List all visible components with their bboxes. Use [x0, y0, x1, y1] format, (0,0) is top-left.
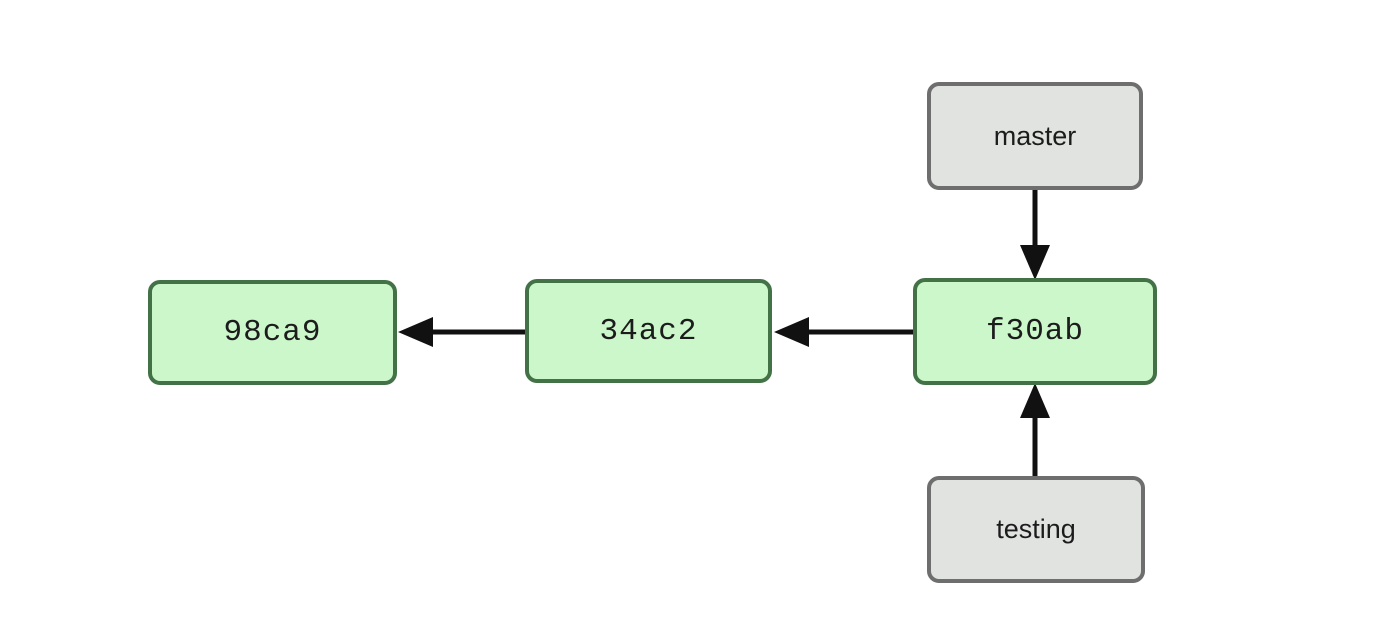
- commit-id-label: 34ac2: [599, 313, 698, 349]
- edge-arrow-f30ab-to-34ac2: [774, 317, 913, 347]
- commit-node-34ac2: 34ac2: [525, 279, 772, 383]
- branch-name-label: master: [993, 120, 1077, 151]
- edge-arrow-master-to-f30ab: [1020, 190, 1050, 280]
- branch-node-master: master: [927, 82, 1143, 190]
- commit-id-label: f30ab: [985, 314, 1084, 349]
- branch-name-label: testing: [996, 514, 1076, 544]
- commit-id-label: 98ca9: [223, 315, 322, 350]
- edge-arrow-34ac2-to-98ca9: [398, 317, 525, 347]
- commit-node-98ca9: 98ca9: [148, 280, 397, 385]
- branch-node-testing: testing: [927, 476, 1145, 583]
- edge-arrow-testing-to-f30ab: [1020, 383, 1050, 476]
- commit-node-f30ab: f30ab: [913, 278, 1157, 385]
